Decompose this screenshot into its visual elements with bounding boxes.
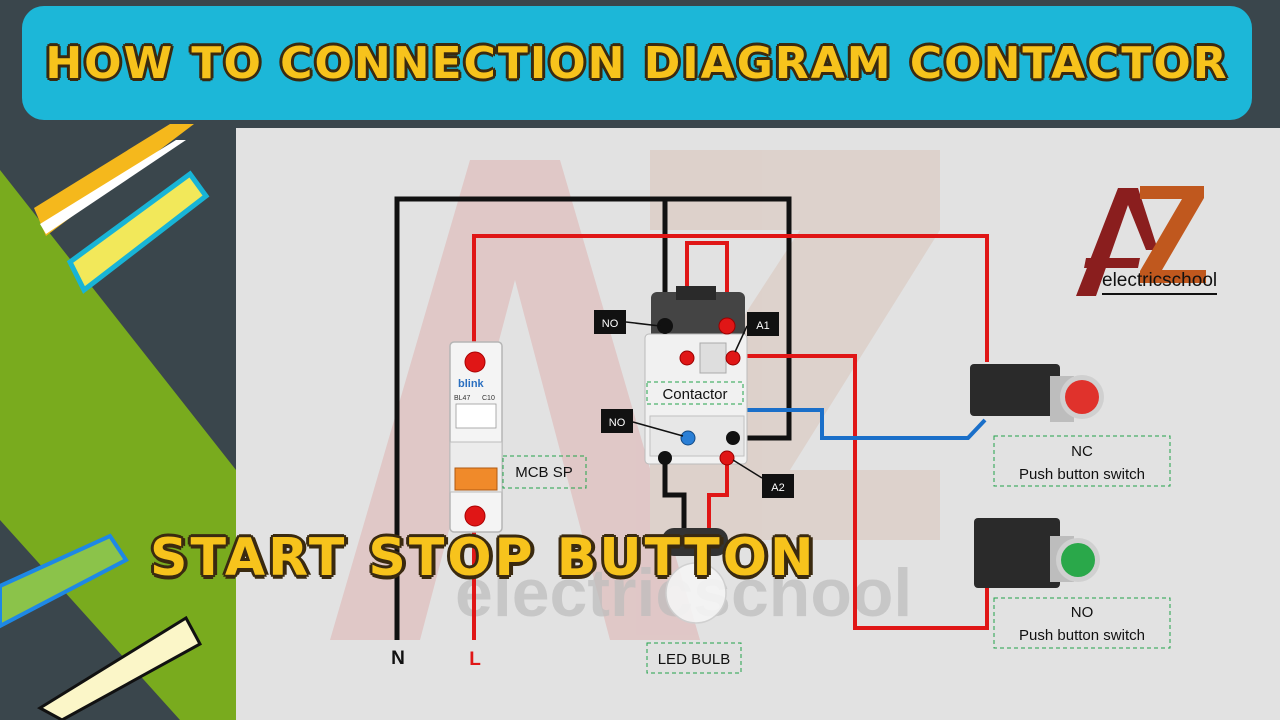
a2-tag [762, 474, 794, 498]
no-label-title: NO [1071, 604, 1094, 621]
az-logo [1076, 186, 1206, 296]
mcb-rating: C10 [482, 395, 495, 402]
no-top-tag [594, 310, 626, 334]
lime-stripe [66, 170, 210, 294]
white-stripe [40, 140, 186, 234]
no-label-sub: Push button switch [1019, 627, 1145, 644]
no-top-tag-text: NO [602, 318, 619, 330]
a2-tag-text: A2 [771, 482, 784, 494]
nc-push-button [970, 364, 1104, 422]
contactor-label: Contactor [662, 386, 727, 403]
mcb-bottom-terminal [464, 505, 486, 527]
subtitle: START STOP BUTTON [150, 528, 817, 588]
nc-label-box [993, 435, 1171, 487]
page-title: HOW TO CONNECTION DIAGRAM CONTACTOR [45, 37, 1229, 89]
contactor-label-box [646, 381, 744, 405]
nc-label-title: NC [1071, 443, 1093, 460]
no-push-button [974, 518, 1100, 588]
no-aux-tag-text: NO [609, 417, 626, 429]
no-label-box [993, 597, 1171, 649]
mcb-model: BL47 [454, 395, 470, 402]
mcb-brand: blink [458, 378, 485, 390]
title-banner: HOW TO CONNECTION DIAGRAM CONTACTOR [22, 6, 1252, 120]
led-bulb [662, 528, 728, 624]
no-aux-tag [601, 409, 633, 433]
a1-tag [747, 312, 779, 336]
nc-label-sub: Push button switch [1019, 466, 1145, 483]
mcb-device: blink BL47 C10 [449, 341, 503, 533]
led-label-box [646, 642, 742, 674]
cream-stripe [37, 615, 203, 720]
logo-text: electricschool [1102, 270, 1218, 295]
neutral-label: N [391, 648, 405, 669]
blue-green-stripe [0, 533, 129, 629]
line-label: L [469, 649, 481, 670]
led-label: LED BULB [658, 651, 731, 668]
mcb-label: MCB SP [515, 464, 573, 481]
mcb-label-box [502, 455, 587, 489]
mcb-toggle [454, 467, 498, 491]
a1-tag-text: A1 [756, 320, 769, 332]
contactor-device [644, 286, 748, 466]
mcb-top-terminal [464, 351, 486, 373]
